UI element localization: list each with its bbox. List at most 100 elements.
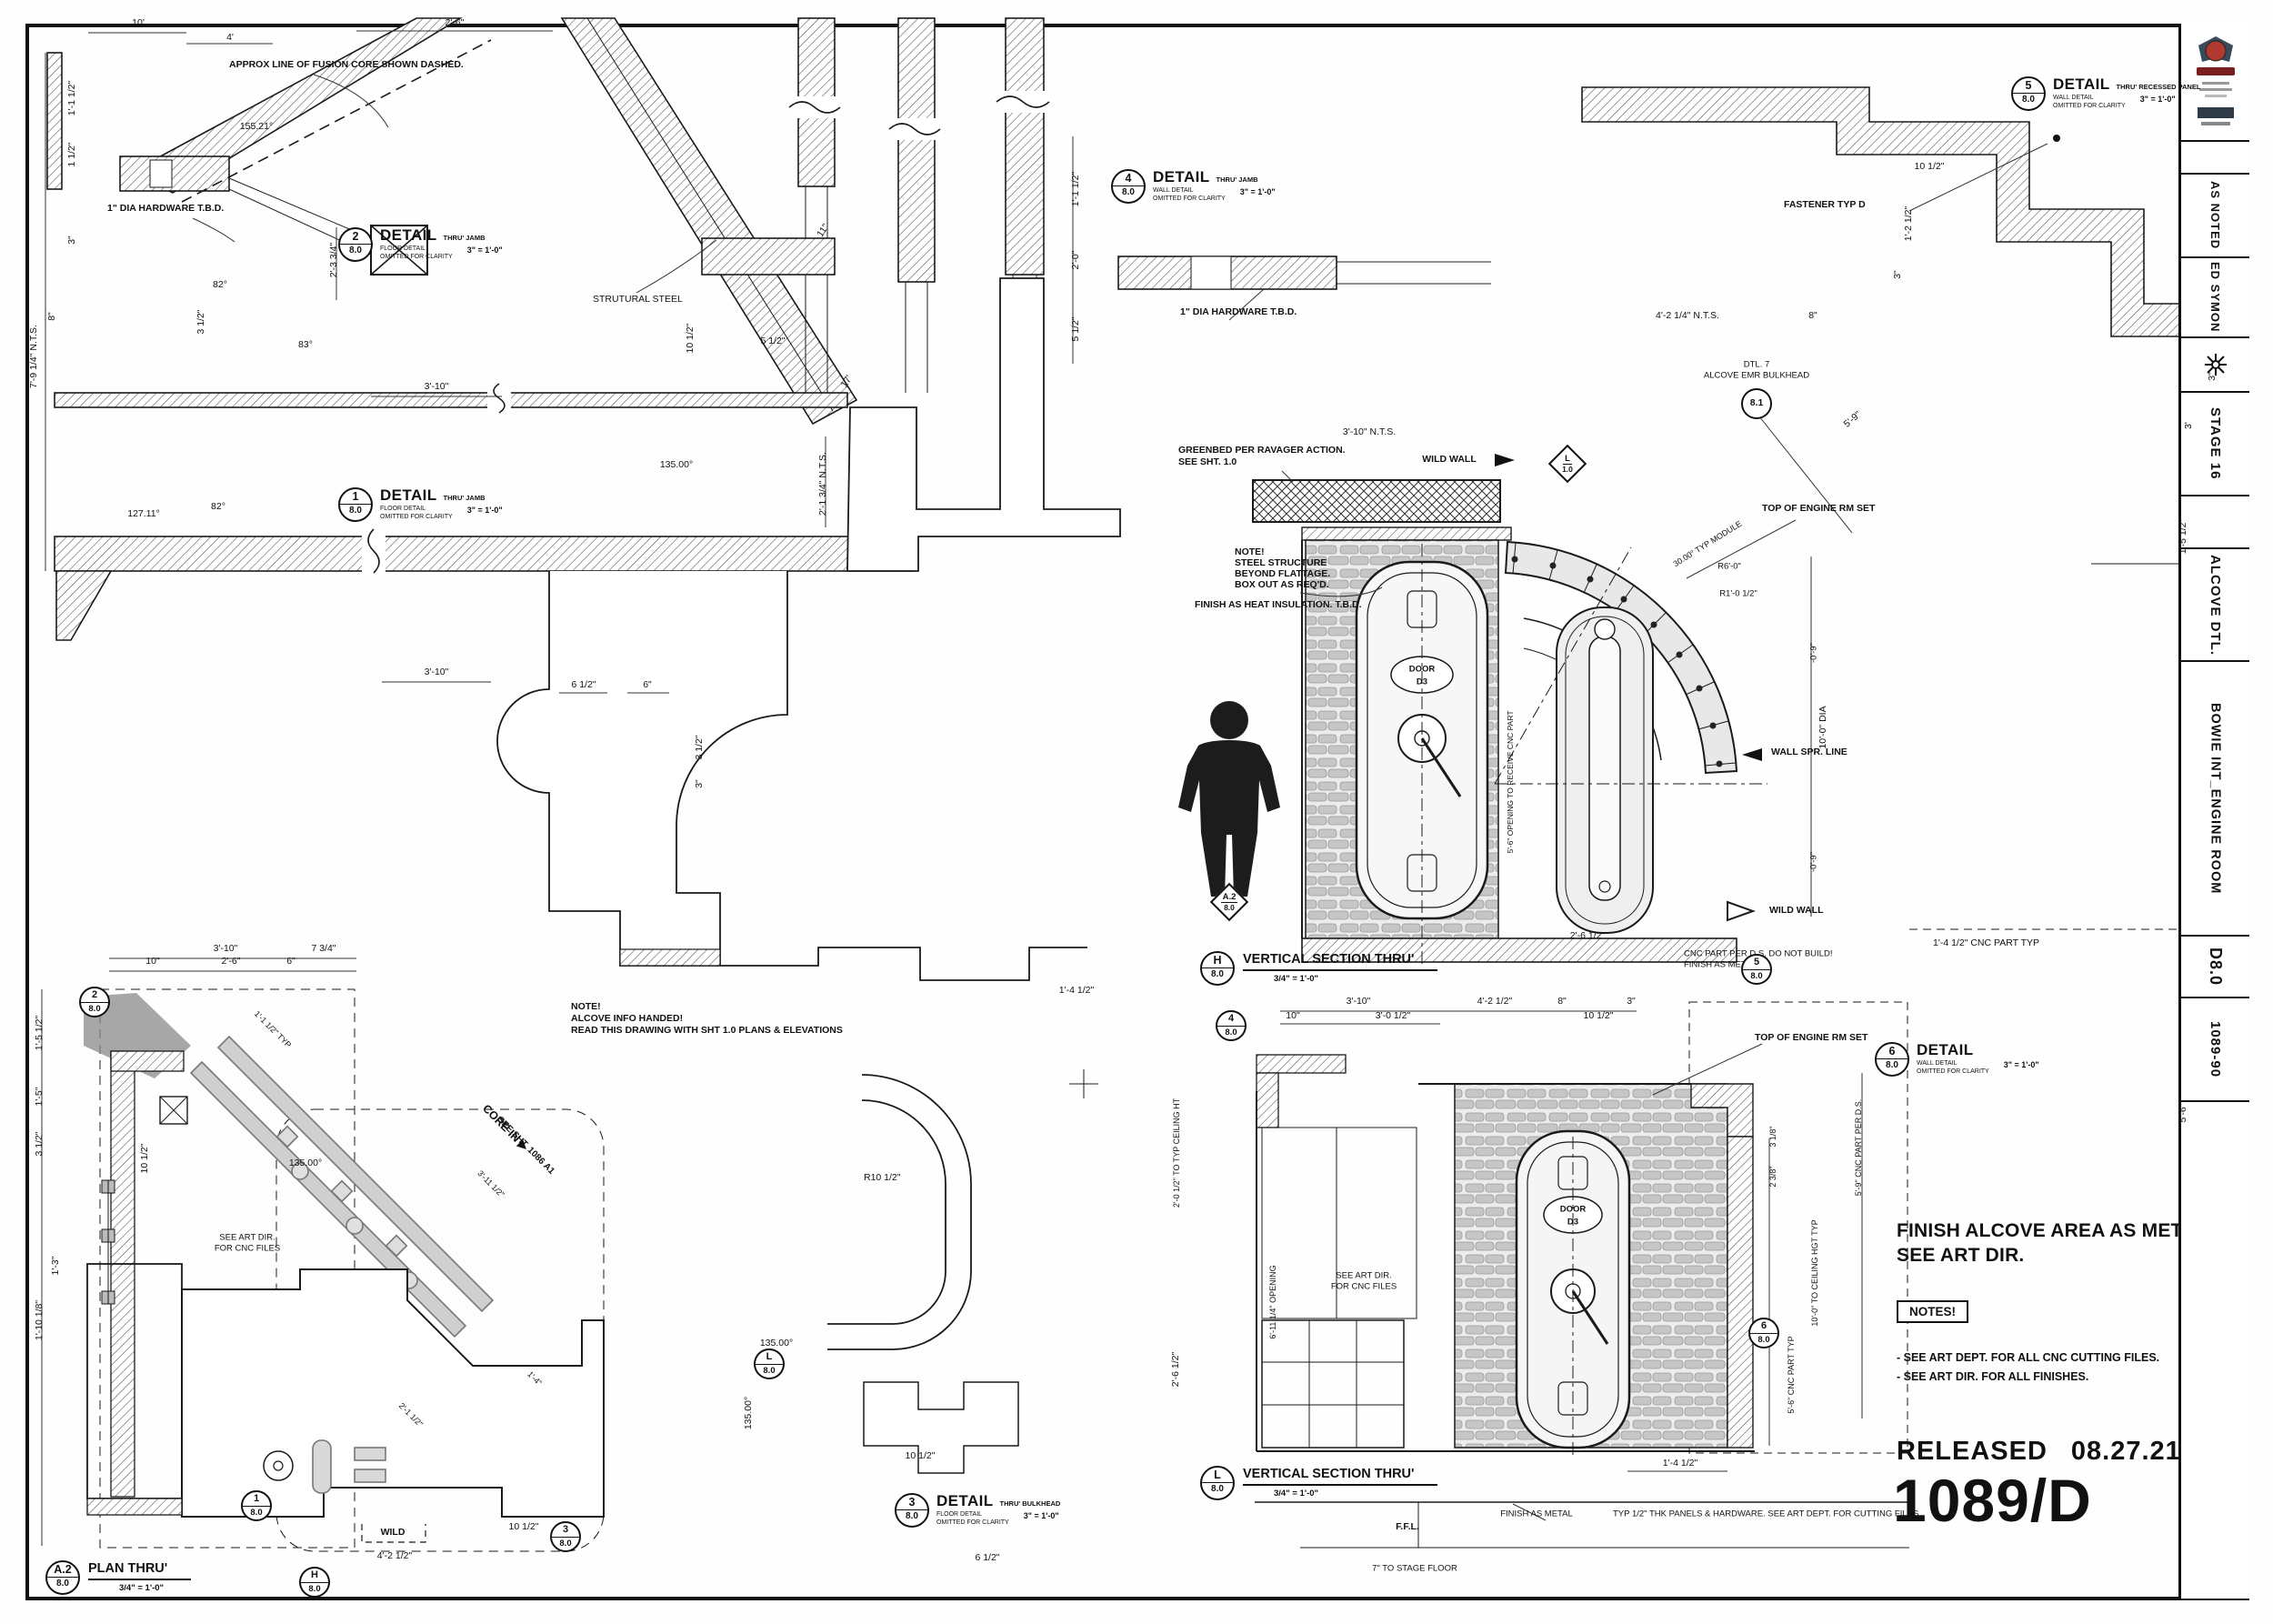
callout-number: 3 xyxy=(552,1523,579,1538)
annotation-label: 3 1/2" xyxy=(195,309,207,335)
release-label: RELEASED xyxy=(1897,1437,2048,1466)
annotation-label: APPROX LINE OF FUSION CORE SHOWN DASHED. xyxy=(229,59,464,71)
detail-sheet: 8.0 xyxy=(349,506,362,516)
section-sheet: 8.0 xyxy=(56,1579,69,1589)
annotation-label: 1'-1 1/2" xyxy=(66,80,78,116)
annotation-label: 135.00° xyxy=(743,1396,755,1430)
detail-note-line: FLOOR DETAIL xyxy=(936,1511,983,1518)
annotation-label: BOX OUT AS REQ'D. xyxy=(1235,579,1329,591)
callout-sheet: 8.0 xyxy=(559,1539,572,1549)
annotation-label: 4' xyxy=(226,32,234,44)
annotation-label: 6" xyxy=(643,679,652,691)
annotation-label: 3" xyxy=(694,779,706,788)
note-item: - SEE ART DIR. FOR ALL FINISHES. xyxy=(1897,1370,2089,1384)
scale-value: AS NOTED xyxy=(2208,181,2222,250)
callout-number: L xyxy=(756,1350,783,1365)
annotation-label: 3 1/2" xyxy=(34,1131,45,1157)
annotation-label: 8" xyxy=(1557,996,1567,1007)
annotation-label: 6 1/2" xyxy=(571,679,596,691)
stage-value: STAGE 16 xyxy=(2208,407,2223,480)
annotation-label: TOP OF ENGINE RM SET xyxy=(1762,503,1876,515)
detail-title: DETAIL xyxy=(936,1492,994,1509)
annotation-label: 6'-11 1/4" OPENING xyxy=(1267,1265,1277,1339)
annotation-label: 3 1/8" xyxy=(1767,1126,1777,1148)
annotation-label: 135.00° xyxy=(288,1158,323,1169)
notes-title: NOTES! xyxy=(1897,1300,1969,1323)
annotation-label: NOTE! xyxy=(1235,546,1265,558)
annotation-label: 5 1/2" xyxy=(760,336,786,347)
section-scale: 3/4" = 1'-0" xyxy=(1274,1488,1319,1499)
section-text: VERTICAL SECTION THRU'3/4" = 1'-0" xyxy=(1243,951,1438,984)
detail-subtitle: THRU' RECESSED PANEL xyxy=(2116,83,2201,91)
detail-sheet: 8.0 xyxy=(1122,187,1135,197)
callout-sheet: 8.0 xyxy=(763,1366,776,1376)
annotation-label: 2'-6" xyxy=(221,956,241,967)
annotation-label: R6'-0" xyxy=(1717,561,1741,572)
job-number-value: 1089-90 xyxy=(2208,1020,2223,1078)
detail-number: 1 xyxy=(340,489,371,505)
annotation-label: R10 1/2" xyxy=(864,1172,901,1184)
annotation-label: 82° xyxy=(213,279,227,291)
annotation-label: 7" TO STAGE FLOOR xyxy=(1372,1563,1457,1574)
section-text: VERTICAL SECTION THRU' 3/4" = 1'-0" xyxy=(1243,1466,1438,1499)
annotation-label: STRUTURAL STEEL xyxy=(593,294,683,306)
section-text: PLAN THRU'3/4" = 1'-0" xyxy=(88,1560,192,1593)
detail-title: DETAIL xyxy=(1917,1041,1974,1058)
detail-scale: 3" = 1'-0" xyxy=(466,506,503,515)
annotation-label: BEYOND FLATTAGE. xyxy=(1235,568,1331,580)
section-scale: 3/4" = 1'-0" xyxy=(1274,973,1319,984)
detail-title: DETAIL xyxy=(380,486,437,504)
detail-subtitle: THRU' JAMB xyxy=(443,234,486,242)
annotation-label: 135.00° xyxy=(659,459,694,471)
annotation-label: 10 1/2" xyxy=(139,1143,151,1174)
detail-number: 5 xyxy=(2013,78,2044,94)
detail-number: 4 xyxy=(1113,171,1144,186)
annotation-label: 4'-2 1/4" N.T.S. xyxy=(1656,310,1719,322)
callout-sheet: 8.0 xyxy=(1757,1335,1770,1345)
detail-number: 2 xyxy=(340,229,371,245)
finish-note-line: FINISH ALCOVE AREA AS METAL. xyxy=(1897,1220,2213,1241)
detail-title-row: DETAIL THRU' RECESSED PANEL xyxy=(2053,76,2200,92)
finish-note-line: SEE ART DIR. xyxy=(1897,1245,2025,1267)
titleblock-blank xyxy=(2181,1102,2249,1599)
annotation-label: 5'-6" CNC PART TYP xyxy=(1786,1336,1796,1414)
annotation-label: 10 1/2" xyxy=(508,1521,539,1533)
section-title: VERTICAL SECTION THRU' xyxy=(1243,1466,1438,1486)
annotation-label: GREENBED PER RAVAGER ACTION. xyxy=(1178,445,1346,456)
detail-title: DETAIL xyxy=(2053,75,2110,93)
annotation-label: 1'-4 1/2" xyxy=(1058,985,1095,997)
annotation-label: STEEL STRUCTURE xyxy=(1235,557,1327,569)
annotation-label: 10" xyxy=(145,956,160,967)
annotation-label: 6 1/2" xyxy=(975,1552,1000,1564)
annotation-label: 4'-2 1/2" xyxy=(376,1550,413,1562)
annotation-label: SEE SHT. 1.0 xyxy=(1178,456,1237,468)
annotation-label: -0'-9" xyxy=(1808,851,1819,873)
annotation-label: 2'-0 1/2" TO TYP CEILING HT xyxy=(1171,1098,1181,1208)
annotation-label: WILD xyxy=(380,1527,406,1539)
designer-value: ED SYMON xyxy=(2208,262,2222,333)
annotation-label: 10 1/2" xyxy=(1583,1010,1614,1022)
section-scale: 3/4" = 1'-0" xyxy=(119,1582,165,1593)
annotation-label: 3'-10" N.T.S. xyxy=(1342,426,1397,438)
detail-subtitle: THRU' BULKHEAD xyxy=(999,1499,1061,1508)
